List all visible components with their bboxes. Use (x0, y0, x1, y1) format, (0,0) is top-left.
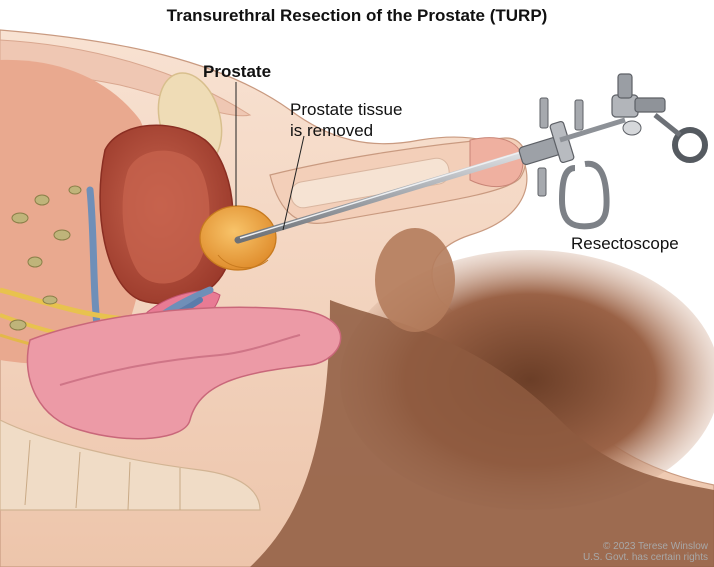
label-prostate: Prostate (203, 62, 272, 81)
prostate-lobe (217, 254, 269, 269)
intestine (26, 306, 342, 440)
label-tissue-line2: is removed (290, 121, 374, 140)
label-tissue-line1: Prostate tissue (290, 100, 403, 119)
handle-loop (558, 160, 610, 230)
vertebrae (24, 439, 181, 511)
bladder-lumen (122, 150, 210, 284)
lymph-nodes (9, 185, 82, 331)
leader-tissue (282, 135, 305, 231)
thumb-ring (672, 127, 708, 163)
label-resectoscope: Resectoscope (571, 234, 679, 253)
credit-line2: U.S. Govt. has certain rights (582, 552, 708, 563)
lower-body (250, 300, 714, 567)
label-tissue-removed: Prostate tissue is removed (290, 99, 402, 141)
resectoscope-shaft-highlight (239, 149, 529, 239)
resectoscope-shaft (234, 148, 534, 244)
pelvic-cavity (0, 59, 151, 364)
intestine-fold (59, 334, 301, 386)
penile-shaft-tissue (290, 157, 450, 209)
scrotum (375, 228, 455, 332)
resectoscope-body (518, 73, 708, 230)
credit-line1: © 2023 Terese Winslow (602, 541, 708, 552)
figure-title: Transurethral Resection of the Prostate … (166, 6, 548, 25)
copyright-credit: © 2023 Terese Winslow U.S. Govt. has cer… (583, 541, 708, 563)
